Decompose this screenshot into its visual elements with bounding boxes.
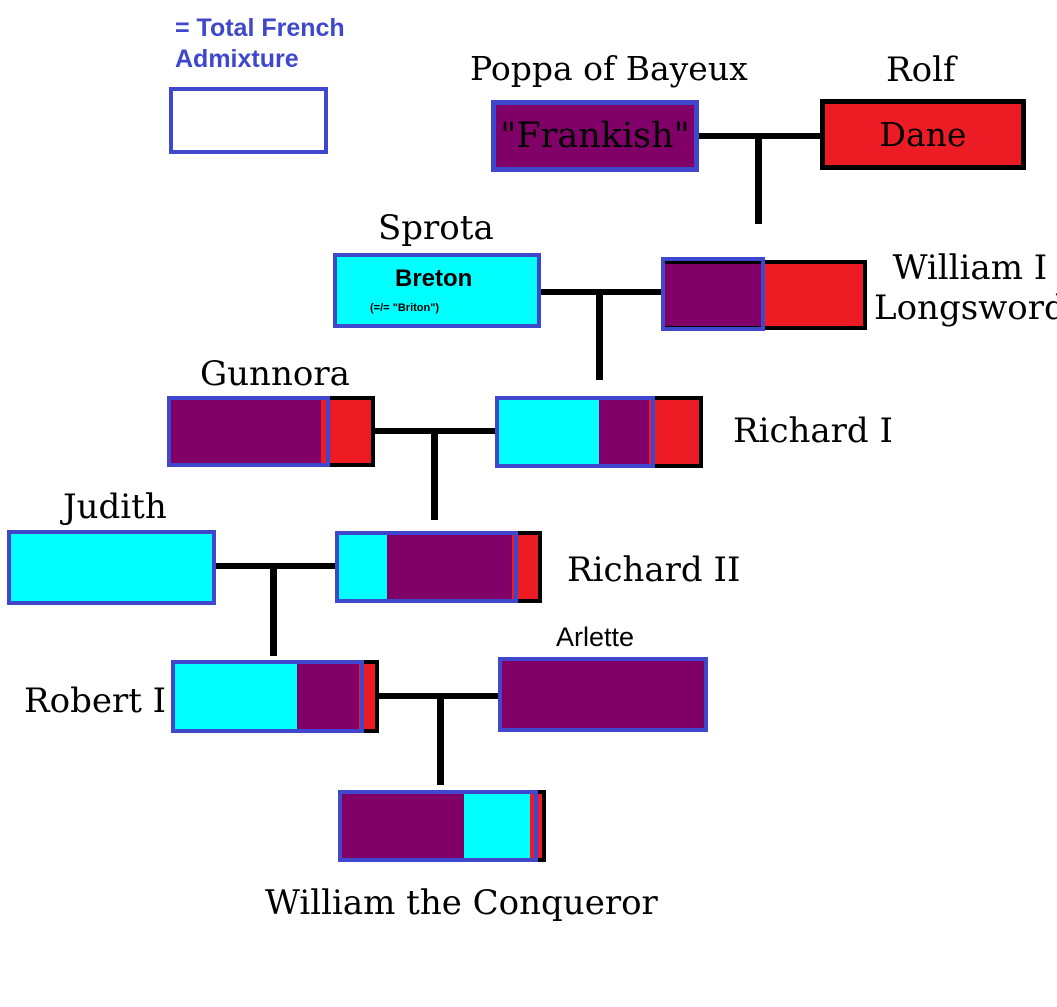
label-frankish: "Frankish" <box>500 116 690 156</box>
french-outline-richard-ii <box>335 531 518 603</box>
segment-frankish <box>171 400 321 463</box>
name-arlette: Arlette <box>556 622 635 652</box>
descent-line-longsword <box>755 133 762 224</box>
segment-frankish <box>342 794 464 858</box>
legend-label: = Total French Admixture <box>175 13 345 75</box>
bar-judith <box>7 530 216 605</box>
name-william-conqueror: William the Conqueror <box>265 883 658 923</box>
label-dane: Dane <box>879 115 967 154</box>
bar-arlette <box>498 657 708 732</box>
bar-poppa: "Frankish" <box>491 100 699 172</box>
label-breton: Breton <box>395 265 473 292</box>
segment-breton <box>175 664 297 729</box>
segment-dane <box>764 264 863 326</box>
segment-breton <box>339 535 387 599</box>
bar-rolf: Dane <box>820 99 1026 170</box>
name-sprota: Sprota <box>378 208 494 248</box>
segment-frankish <box>297 664 359 729</box>
segment-dane <box>649 400 699 464</box>
bar-sprota: Breton (=/= "Briton") <box>333 253 541 328</box>
label-breton-note: (=/= "Briton") <box>370 302 440 314</box>
name-richard-ii: Richard II <box>567 550 741 590</box>
name-robert-i: Robert I <box>24 681 167 721</box>
name-richard-i: Richard I <box>733 411 893 451</box>
name-rolf: Rolf <box>886 50 956 90</box>
segment-breton <box>499 400 599 464</box>
segment-breton <box>464 794 530 858</box>
legend-label-line2: Admixture <box>175 45 299 73</box>
descent-line-robert-i <box>270 563 277 656</box>
legend-label-line1: = Total French <box>175 14 345 42</box>
french-outline-william-conqueror <box>338 790 538 862</box>
name-william-longsword-line1: William I <box>892 248 1048 288</box>
french-outline-richard-i <box>495 396 655 468</box>
segment-frankish <box>665 264 764 326</box>
name-william-longsword: William I Longsword <box>874 248 1057 328</box>
descent-line-richard-i <box>596 289 603 380</box>
french-outline-william-longsword <box>661 257 765 331</box>
french-outline-gunnora <box>167 396 330 467</box>
name-poppa: Poppa of Bayeux <box>470 49 748 88</box>
french-outline-robert-i <box>171 660 364 733</box>
name-gunnora: Gunnora <box>200 354 350 394</box>
legend-french-swatch <box>169 87 328 154</box>
segment-frankish <box>386 535 513 599</box>
descent-line-richard-ii <box>431 428 438 520</box>
descent-line-william-conqueror <box>437 693 444 785</box>
name-william-longsword-line2: Longsword <box>874 288 1057 328</box>
segment-frankish <box>599 400 649 464</box>
name-judith: Judith <box>63 487 167 527</box>
